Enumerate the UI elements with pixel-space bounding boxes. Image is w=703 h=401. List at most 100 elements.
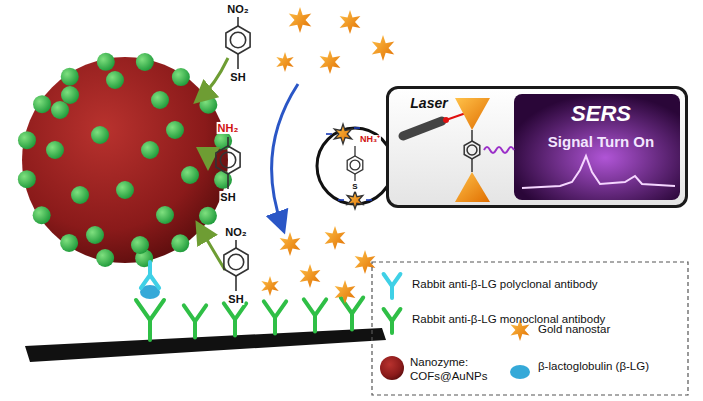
laser-label: Laser (410, 95, 447, 111)
antibody-arm (315, 299, 326, 315)
gold-nanoparticle (61, 86, 79, 104)
green-arrow (200, 228, 225, 270)
laser-pointer (403, 121, 442, 136)
antibody-arm (392, 309, 400, 321)
antibody-arm (150, 300, 164, 320)
gold-nanostar (300, 264, 321, 288)
legend-text: Gold nanostar (538, 323, 678, 337)
chem-label: SH (227, 293, 244, 305)
gold-nanostar (280, 232, 301, 256)
benzene-ring-ring (230, 32, 245, 47)
legend-protein (510, 365, 530, 379)
antibody (141, 262, 159, 288)
gold-nanostar (289, 7, 312, 33)
gold-nanostar (325, 226, 346, 250)
bond (354, 146, 355, 156)
benzene-ring (464, 141, 480, 159)
antibody-arm (141, 275, 150, 288)
legend-text: Nanozyme: COFs@AuNPs (410, 356, 505, 384)
chem-label: S (351, 183, 358, 192)
gold-nanostar (340, 10, 361, 34)
gold-nanoparticle (60, 234, 78, 252)
legend-sphere (380, 356, 404, 380)
legend-frame (372, 262, 688, 395)
chem-label: NH₂ (217, 122, 240, 134)
legend-text: Rabbit anti-β-LG polyclonal antibody (412, 278, 682, 292)
gold-tip (455, 98, 490, 130)
antibody-stem (273, 317, 277, 333)
antibody-arm (224, 303, 235, 319)
chem-label: SH (229, 71, 246, 83)
antibody-stem (193, 321, 197, 337)
benzene-ring (216, 146, 240, 174)
benzene-ring (347, 156, 363, 174)
antibody (384, 274, 401, 298)
antibody (224, 303, 246, 335)
legend-text: β-lactoglobulin (β-LG) (538, 360, 678, 374)
antibody-arm (235, 303, 246, 319)
antibody-arm (352, 298, 363, 314)
gold-nanoparticle (86, 226, 104, 244)
antibody-arm (136, 300, 150, 320)
gold-nanoparticle (166, 121, 184, 139)
negative-charge (354, 127, 360, 129)
gold-tip (455, 172, 490, 202)
gold-nanoparticle (131, 236, 149, 254)
antibody-arm (384, 309, 392, 321)
gold-nanoparticle (46, 141, 64, 159)
gold-nanoparticle (71, 186, 89, 204)
bond (227, 137, 229, 146)
gold-nanoparticle (199, 96, 217, 114)
bond (237, 54, 239, 69)
antibody-arm (195, 305, 206, 321)
antibody-arm (341, 298, 352, 314)
green-arrow (200, 58, 228, 98)
gold-nanoparticle (171, 234, 189, 252)
antibody-arm (150, 275, 159, 288)
negative-charge (326, 133, 332, 135)
gold-nanoparticle (18, 170, 36, 188)
gold-nanoparticle (33, 95, 51, 113)
antibody (184, 305, 206, 337)
substrate-plate (25, 328, 386, 362)
gold-nanoparticle (181, 166, 199, 184)
chem-label: SH (219, 191, 236, 203)
gold-nanostar (335, 280, 356, 304)
panel-ground (387, 87, 687, 207)
gold-nanoparticle (141, 141, 159, 159)
antibody (264, 301, 286, 333)
antibody-arm (184, 305, 195, 321)
gold-nanostar (320, 50, 341, 74)
gold-nanoparticle (61, 68, 79, 86)
bond (354, 174, 355, 181)
gold-nanostar (276, 52, 293, 72)
benzene-ring-ring (350, 160, 360, 170)
negative-charge (366, 199, 372, 201)
signal-label: Signal Turn On (548, 133, 654, 150)
sers-title: SERS (571, 101, 631, 127)
gold-nanoparticle (151, 91, 169, 109)
scatter-wave (484, 147, 514, 153)
antibody (341, 298, 363, 330)
gold-nanoparticle (33, 206, 51, 224)
benzene-ring (226, 26, 250, 54)
chem-label: NO₂ (224, 226, 247, 238)
gold-nanoparticle (199, 207, 217, 225)
bond (235, 276, 237, 291)
benzene-ring-ring (220, 152, 235, 167)
gold-nanostar (372, 35, 395, 61)
bond (471, 159, 473, 172)
gold-nanoparticle (96, 249, 114, 267)
sers-panel: Laser SERS Signal Turn On (386, 86, 688, 208)
antibody-stem (350, 314, 354, 330)
chem-label: NH₃⁺ (359, 135, 381, 145)
spectrum-screen (514, 94, 680, 200)
gold-nanostar (334, 124, 351, 144)
gold-nanoparticle (156, 206, 174, 224)
laser-dot (443, 117, 449, 123)
bond (227, 174, 229, 189)
antibody-arm (304, 299, 315, 315)
antibody-arm (275, 301, 286, 317)
antibody (304, 299, 326, 331)
gold-nanoparticle (51, 101, 69, 119)
